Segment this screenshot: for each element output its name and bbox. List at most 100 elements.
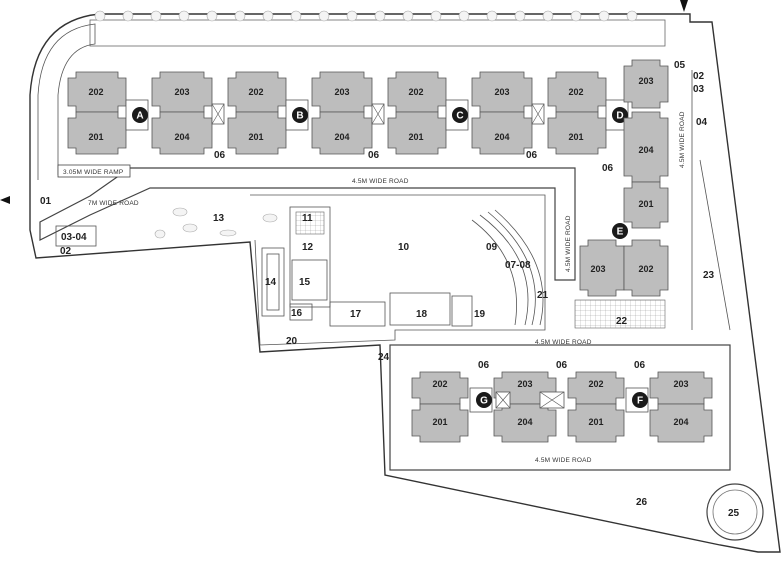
unit-number: 203: [174, 87, 189, 97]
ramp-label: 3.05M WIDE RAMP: [63, 169, 123, 176]
label-13: 13: [213, 213, 225, 224]
unit-number: 201: [88, 132, 103, 142]
label-18: 18: [416, 309, 428, 320]
unit-bottom-left: [411, 403, 469, 443]
tree: [570, 10, 582, 22]
tree: [458, 10, 470, 22]
tower-marker-c-letter: C: [456, 111, 463, 122]
tree-row-top: [94, 10, 638, 22]
label-14: 14: [265, 277, 277, 288]
unit: [623, 59, 669, 109]
label-06-c: 06: [526, 150, 538, 161]
unit-bottom-left: [387, 111, 447, 155]
label-21: 21: [537, 290, 549, 301]
lift-core-g: [495, 391, 511, 409]
unit-number: 201: [638, 199, 653, 209]
label-06-e: 06: [556, 360, 568, 371]
unit-bottom-right: [311, 111, 373, 155]
label-07-08: 07-08: [505, 260, 531, 271]
road-label-south-bottom: 4.5M WIDE ROAD: [535, 457, 592, 464]
unit-number: 204: [673, 417, 688, 427]
unit-number: 202: [408, 87, 423, 97]
unit-number: 204: [334, 132, 349, 142]
label-01: 01: [40, 196, 52, 207]
feature-25: [706, 483, 764, 541]
amenity-zone: [250, 194, 546, 346]
label-05: 05: [674, 60, 686, 71]
parking-strip: [89, 19, 666, 47]
tower-marker-a: A: [132, 107, 148, 123]
east-road: [691, 70, 731, 331]
amenities: [154, 206, 544, 327]
label-16: 16: [291, 308, 303, 319]
tree: [430, 10, 442, 22]
label-22: 22: [616, 316, 628, 327]
tree: [514, 10, 526, 22]
north-entry-arrow-icon: [680, 0, 688, 12]
unit-number: 204: [494, 132, 509, 142]
building-A: 202 201 A 203 204: [67, 71, 225, 155]
label-06-east: 06: [602, 163, 614, 174]
label-19: 19: [474, 309, 486, 320]
lift-core-south: [539, 391, 565, 409]
unit-number: 201: [248, 132, 263, 142]
label-24: 24: [378, 352, 390, 363]
lift-core: [531, 103, 545, 125]
tree: [94, 10, 106, 22]
unit-number: 203: [673, 379, 688, 389]
unit-bottom-left: [227, 111, 287, 155]
tower-marker-e-letter: E: [617, 227, 624, 238]
label-06-b: 06: [368, 150, 380, 161]
road-label-vertical-mid: 4.5M WIDE ROAD: [565, 215, 572, 272]
road-label-south-top: 4.5M WIDE ROAD: [535, 339, 592, 346]
unit-number: 201: [432, 417, 447, 427]
unit-number: 203: [517, 379, 532, 389]
road-label-vertical-east: 4.5M WIDE ROAD: [679, 111, 686, 168]
tower-marker-d-letter: D: [616, 111, 623, 122]
tower-marker-f: F: [632, 392, 648, 408]
unit-number: 203: [494, 87, 509, 97]
unit-bottom-left: [67, 111, 127, 155]
road-label-north: 4.5M WIDE ROAD: [352, 178, 409, 185]
tree: [598, 10, 610, 22]
seven-m-road-label: 7M WIDE ROAD: [88, 200, 139, 207]
unit-top-left: [567, 371, 625, 405]
label-06-f: 06: [634, 360, 646, 371]
tower-marker-g-letter: G: [480, 396, 488, 407]
unit-number: 204: [174, 132, 189, 142]
label-26: 26: [636, 497, 648, 508]
west-parking-curve: [37, 23, 96, 180]
tower-marker-b-letter: B: [296, 111, 303, 122]
area-labels: 01 03-04 02 05 02 03 04 06 07-08 09 10 1…: [40, 60, 740, 519]
tower-marker-g: G: [476, 392, 492, 408]
unit-number: 202: [88, 87, 103, 97]
hatched-area-22: [574, 299, 666, 329]
label-03: 03: [693, 84, 705, 95]
tree: [262, 10, 274, 22]
entry-arrow-icon: [0, 196, 10, 204]
unit-number: 202: [638, 264, 653, 274]
label-17: 17: [350, 309, 362, 320]
unit-number: 201: [408, 132, 423, 142]
tower-marker-b: B: [292, 107, 308, 123]
unit: [623, 239, 669, 297]
tree: [486, 10, 498, 22]
label-09: 09: [486, 242, 498, 253]
label-12: 12: [302, 242, 314, 253]
unit-number: 201: [588, 417, 603, 427]
unit-bottom-left: [567, 403, 625, 443]
label-06-d: 06: [478, 360, 490, 371]
lift-core: [211, 103, 225, 125]
unit-bottom-left: [547, 111, 607, 155]
unit: [623, 181, 669, 229]
lift-core: [371, 103, 385, 125]
unit-number: 203: [590, 264, 605, 274]
label-02-left: 02: [60, 246, 72, 257]
